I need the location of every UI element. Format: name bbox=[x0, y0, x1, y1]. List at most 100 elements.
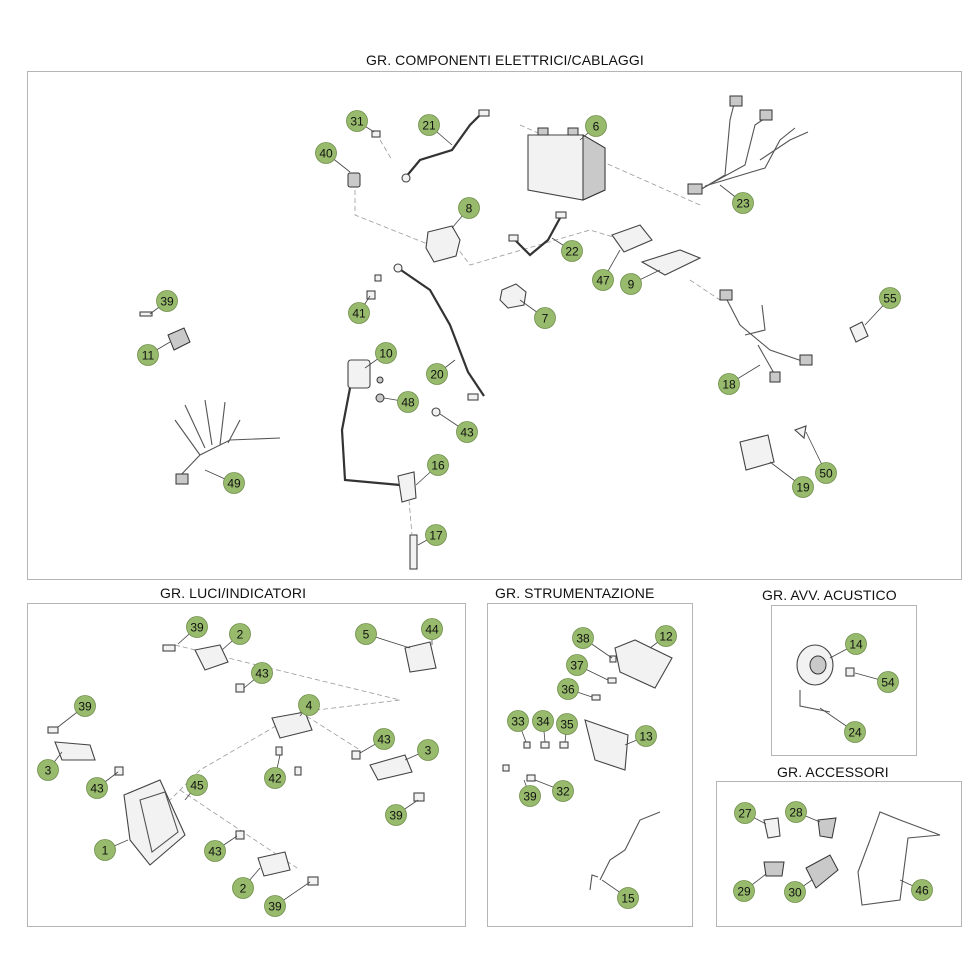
callout-bubble bbox=[507, 710, 529, 732]
callout-label: 8 bbox=[466, 202, 473, 216]
callout-bubble bbox=[251, 662, 273, 684]
callout-label: 54 bbox=[881, 676, 895, 690]
callout-label: 7 bbox=[542, 312, 549, 326]
accessory-parts bbox=[763, 811, 941, 906]
indicator-2a bbox=[194, 644, 229, 671]
rivet-50 bbox=[793, 425, 807, 440]
callout-5: 5 bbox=[355, 623, 411, 649]
callout-label: 39 bbox=[268, 900, 282, 914]
panel-title-lights: GR. LUCI/INDICATORI bbox=[160, 585, 307, 601]
callout-label: 55 bbox=[883, 292, 897, 306]
callout-label: 43 bbox=[255, 667, 269, 681]
nut-34 bbox=[540, 741, 550, 749]
callout-bubble bbox=[137, 344, 159, 366]
harness-23 bbox=[699, 99, 736, 191]
nut-43a bbox=[235, 683, 245, 693]
screw-39d bbox=[307, 876, 319, 886]
callout-label: 4 bbox=[306, 699, 313, 713]
bracket-24 bbox=[799, 690, 831, 713]
callout-bubble bbox=[844, 721, 866, 743]
callout-bubble bbox=[732, 192, 754, 214]
callout-1: 1 bbox=[94, 839, 129, 861]
callout-bubble bbox=[385, 804, 407, 826]
callout-bubble bbox=[718, 373, 740, 395]
callout-bubble bbox=[373, 728, 395, 750]
callout-32: 32 bbox=[534, 779, 574, 802]
callout-55: 55 bbox=[864, 287, 901, 326]
callout-bubble bbox=[585, 115, 607, 137]
callout-37: 37 bbox=[566, 654, 609, 681]
callout-43: 43 bbox=[86, 771, 119, 799]
bushing-36 bbox=[591, 694, 601, 701]
callout-49: 49 bbox=[204, 469, 245, 494]
callout-label: 37 bbox=[570, 659, 584, 673]
callout-bubble bbox=[561, 240, 583, 262]
callout-bubble bbox=[534, 307, 556, 329]
regulator-19 bbox=[739, 434, 775, 471]
callout-bubble bbox=[315, 142, 337, 164]
callout-bubble bbox=[572, 627, 594, 649]
callout-label: 44 bbox=[425, 623, 439, 637]
callout-30: 30 bbox=[784, 879, 813, 903]
callout-bubble bbox=[879, 287, 901, 309]
callout-label: 39 bbox=[389, 809, 403, 823]
callout-bubble bbox=[417, 739, 439, 761]
callout-bubble bbox=[156, 290, 178, 312]
callout-bubble bbox=[734, 802, 756, 824]
callout-label: 3 bbox=[45, 764, 52, 778]
cap-7 bbox=[499, 283, 527, 309]
callout-label: 43 bbox=[208, 845, 222, 859]
callout-7: 7 bbox=[519, 299, 556, 329]
callout-label: 45 bbox=[190, 779, 204, 793]
callout-44: 44 bbox=[421, 618, 443, 645]
callout-label: 24 bbox=[848, 726, 862, 740]
bolt-41 bbox=[366, 290, 376, 300]
callout-bubble bbox=[229, 623, 251, 645]
callout-label: 23 bbox=[736, 197, 750, 211]
box-47 bbox=[611, 224, 653, 253]
callout-label: 21 bbox=[422, 119, 436, 133]
electrical-parts bbox=[139, 95, 869, 570]
screw-42 bbox=[275, 746, 283, 756]
callout-bubble bbox=[94, 839, 116, 861]
headlight-1 bbox=[123, 779, 186, 866]
screw-39c bbox=[413, 792, 425, 802]
panel-title-horn: GR. AVV. ACUSTICO bbox=[762, 587, 897, 603]
screw-39b bbox=[47, 726, 59, 734]
callout-bubble bbox=[877, 671, 899, 693]
callout-label: 15 bbox=[621, 892, 635, 906]
callout-35: 35 bbox=[556, 713, 578, 743]
nut-43d bbox=[235, 830, 245, 840]
callout-label: 39 bbox=[160, 295, 174, 309]
callout-label: 39 bbox=[190, 621, 204, 635]
nut-43 bbox=[431, 407, 441, 417]
callout-17: 17 bbox=[417, 524, 447, 546]
callout-39: 39 bbox=[519, 779, 541, 807]
callout-label: 2 bbox=[240, 882, 247, 896]
callout-bubble bbox=[519, 785, 541, 807]
screw-39e bbox=[502, 764, 510, 772]
callout-bubble bbox=[264, 767, 286, 789]
callout-bubble bbox=[733, 880, 755, 902]
clip-28 bbox=[817, 817, 837, 839]
callout-bubble bbox=[232, 877, 254, 899]
callout-bubble bbox=[552, 780, 574, 802]
callout-28: 28 bbox=[785, 801, 821, 823]
callout-bubble bbox=[556, 713, 578, 735]
callout-27: 27 bbox=[734, 802, 767, 825]
callout-label: 34 bbox=[536, 715, 550, 729]
callout-label: 49 bbox=[227, 477, 241, 491]
callout-label: 30 bbox=[788, 886, 802, 900]
screw-38 bbox=[609, 655, 617, 663]
callout-bubble bbox=[592, 269, 614, 291]
callout-41: 41 bbox=[348, 295, 371, 324]
callout-4: 4 bbox=[298, 694, 320, 717]
callout-10: 10 bbox=[364, 342, 397, 369]
callout-bubble bbox=[458, 197, 480, 219]
callout-label: 36 bbox=[561, 683, 575, 697]
coil-10 bbox=[347, 359, 371, 389]
plug-cap-16 bbox=[397, 471, 417, 503]
callout-46: 46 bbox=[899, 879, 933, 901]
